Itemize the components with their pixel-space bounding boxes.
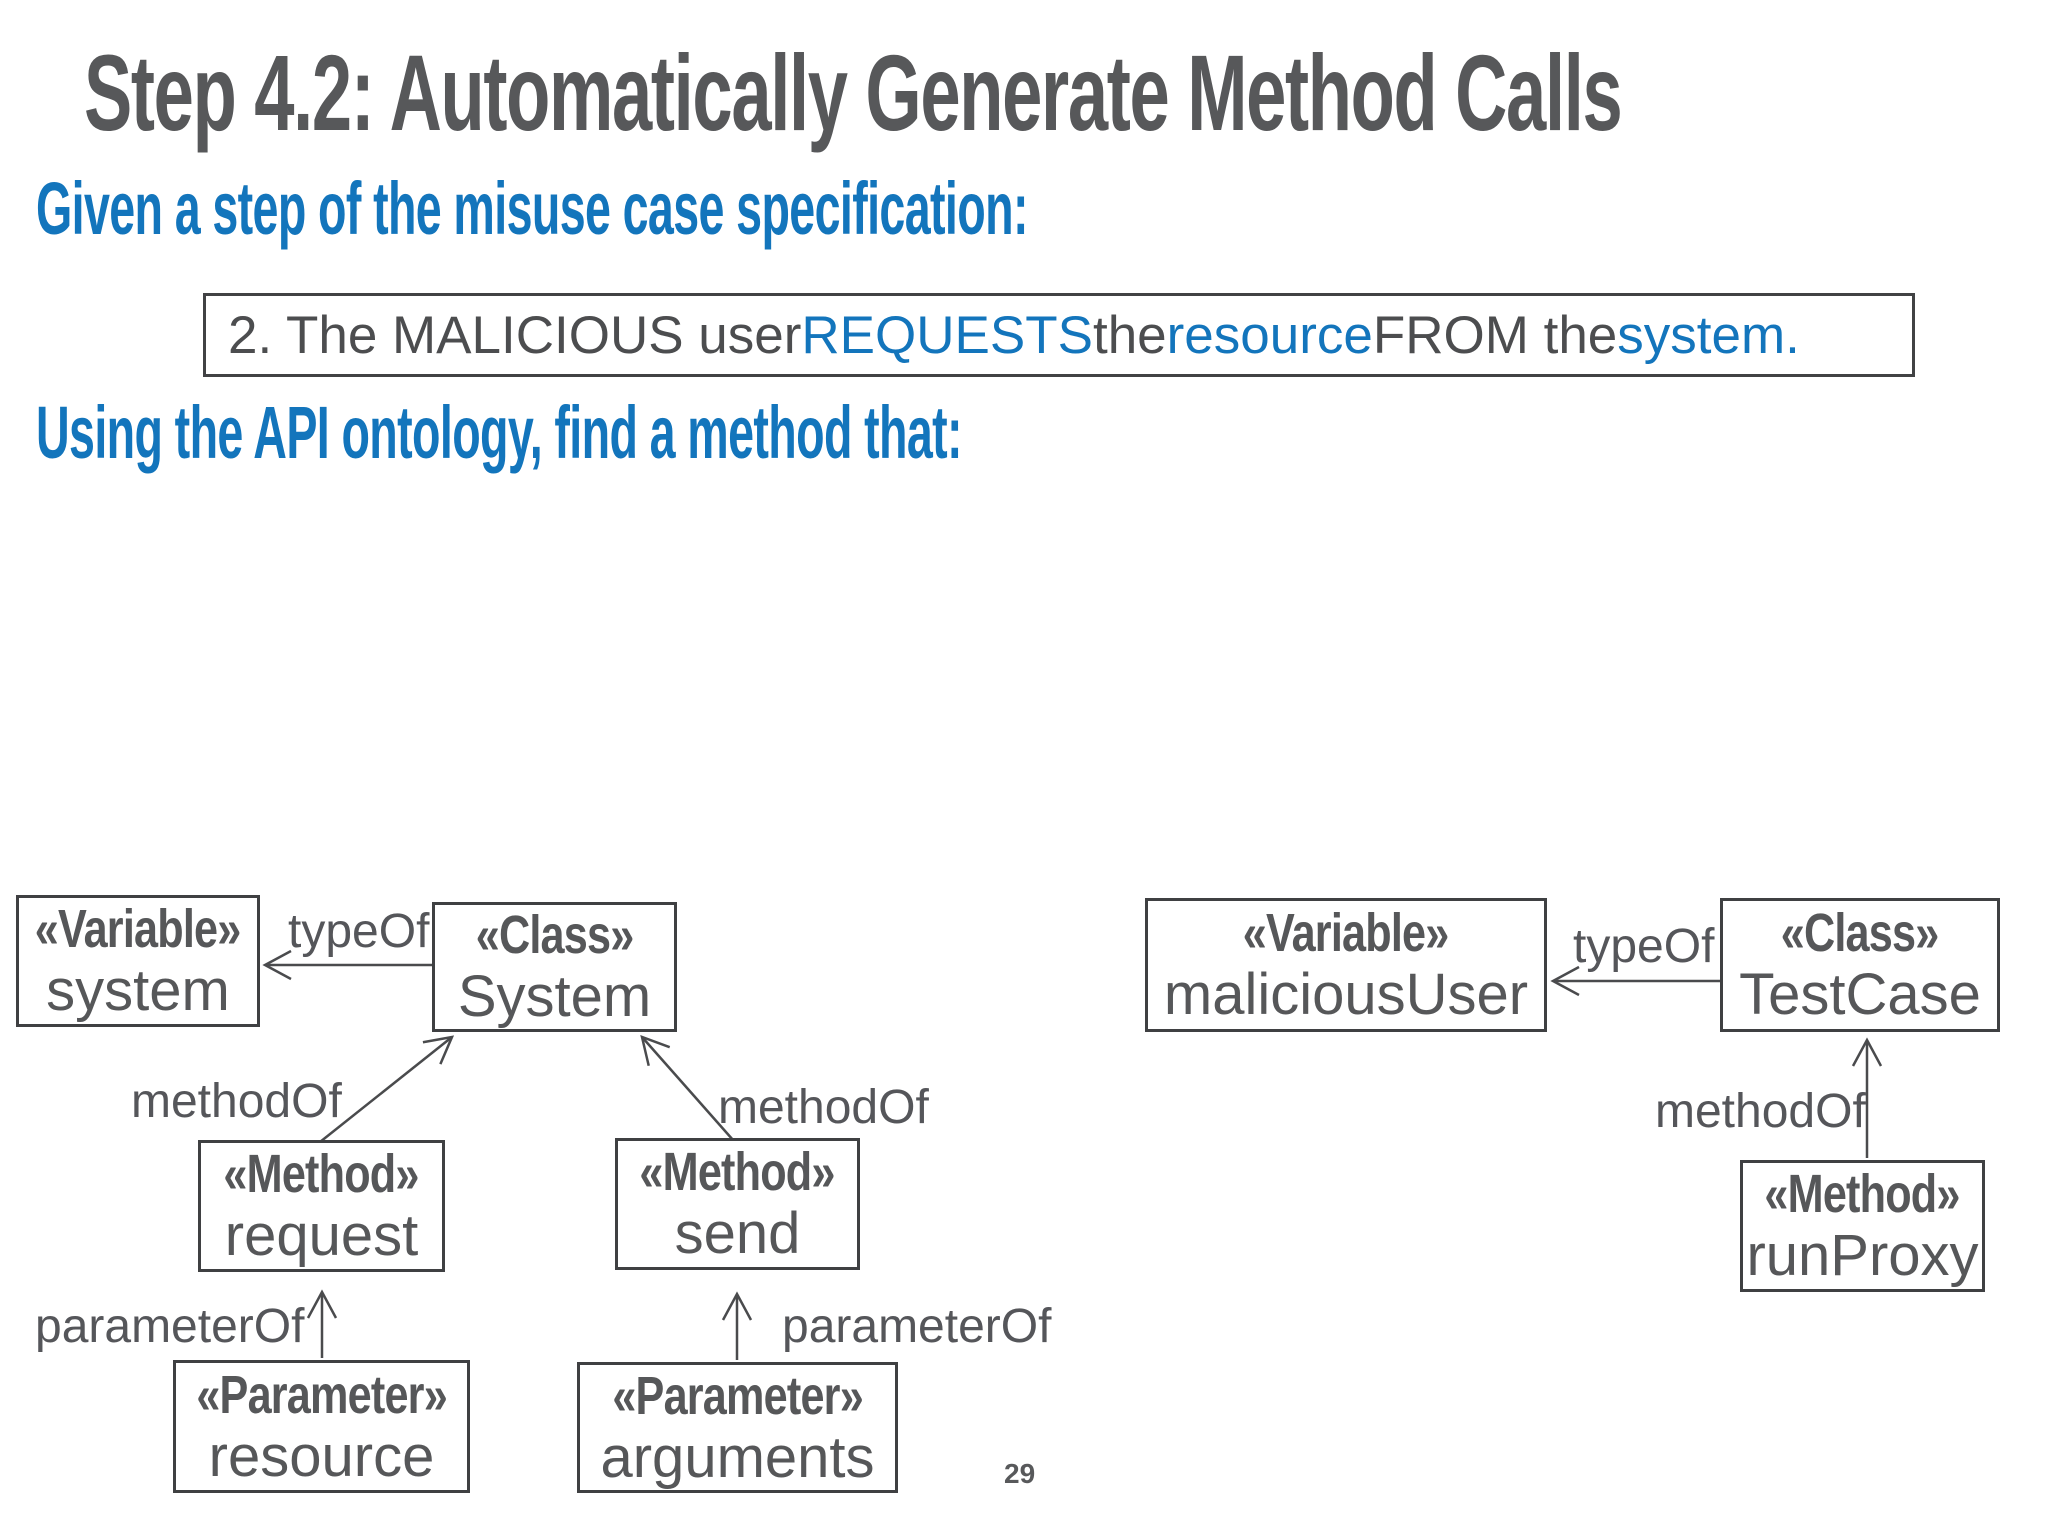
- uml-node-class-testcase: «Class» TestCase: [1720, 898, 2000, 1032]
- uml-node-parameter-resource: «Parameter» resource: [173, 1360, 470, 1493]
- uml-node-method-request: «Method» request: [198, 1140, 445, 1272]
- edge-label-typeof: typeOf: [288, 905, 430, 958]
- edge-label-methodof: methodOf: [131, 1075, 342, 1128]
- stereotype-label: «Variable»: [1243, 903, 1450, 963]
- stereotype-label: «Class»: [475, 905, 635, 965]
- spec-text-resource: resource: [1166, 305, 1373, 365]
- page-title: Step 4.2: Automatically Generate Method …: [84, 32, 1623, 153]
- uml-node-method-send: «Method» send: [615, 1138, 860, 1270]
- misuse-case-step-box: 2. The MALICIOUS user REQUESTS the resou…: [203, 293, 1915, 377]
- spec-text-requests: REQUESTS: [801, 305, 1093, 365]
- stereotype-label: «Method»: [1764, 1164, 1961, 1224]
- edge-label-parameterof: parameterOf: [35, 1300, 305, 1353]
- node-name: runProxy: [1746, 1223, 1979, 1288]
- edge-label-parameterof: parameterOf: [782, 1300, 1052, 1353]
- uml-node-parameter-arguments: «Parameter» arguments: [577, 1362, 898, 1493]
- stereotype-label: «Class»: [1781, 903, 1940, 963]
- edge-label-typeof: typeOf: [1573, 920, 1715, 973]
- uml-node-variable-malicioususer: «Variable» maliciousUser: [1145, 898, 1547, 1032]
- stereotype-label: «Parameter»: [612, 1365, 863, 1426]
- uml-node-variable-system: «Variable» system: [16, 895, 260, 1027]
- node-name: resource: [208, 1423, 435, 1489]
- spec-text-system: system.: [1617, 305, 1800, 365]
- node-name: System: [457, 964, 652, 1029]
- node-name: system: [46, 958, 230, 1023]
- spec-text-segment: FROM the: [1372, 305, 1618, 365]
- spec-text-segment: the: [1092, 305, 1167, 365]
- uml-node-class-system: «Class» System: [432, 902, 677, 1032]
- uml-node-method-runproxy: «Method» runProxy: [1740, 1160, 1985, 1292]
- heading-using-ontology: Using the API ontology, find a method th…: [36, 391, 963, 474]
- node-name: send: [674, 1201, 801, 1266]
- spec-text-segment: 2. The MALICIOUS user: [228, 305, 802, 365]
- heading-given-step: Given a step of the misuse case specific…: [36, 167, 1028, 250]
- edge-label-methodof: methodOf: [1655, 1085, 1866, 1138]
- edge-label-methodof: methodOf: [718, 1081, 929, 1134]
- stereotype-label: «Variable»: [35, 899, 242, 959]
- node-name: request: [224, 1203, 419, 1268]
- node-name: arguments: [600, 1424, 875, 1490]
- stereotype-label: «Method»: [639, 1142, 836, 1202]
- node-name: maliciousUser: [1163, 962, 1529, 1027]
- stereotype-label: «Method»: [223, 1144, 420, 1204]
- node-name: TestCase: [1739, 962, 1981, 1027]
- stereotype-label: «Parameter»: [196, 1364, 447, 1425]
- page-number: 29: [1004, 1458, 1036, 1489]
